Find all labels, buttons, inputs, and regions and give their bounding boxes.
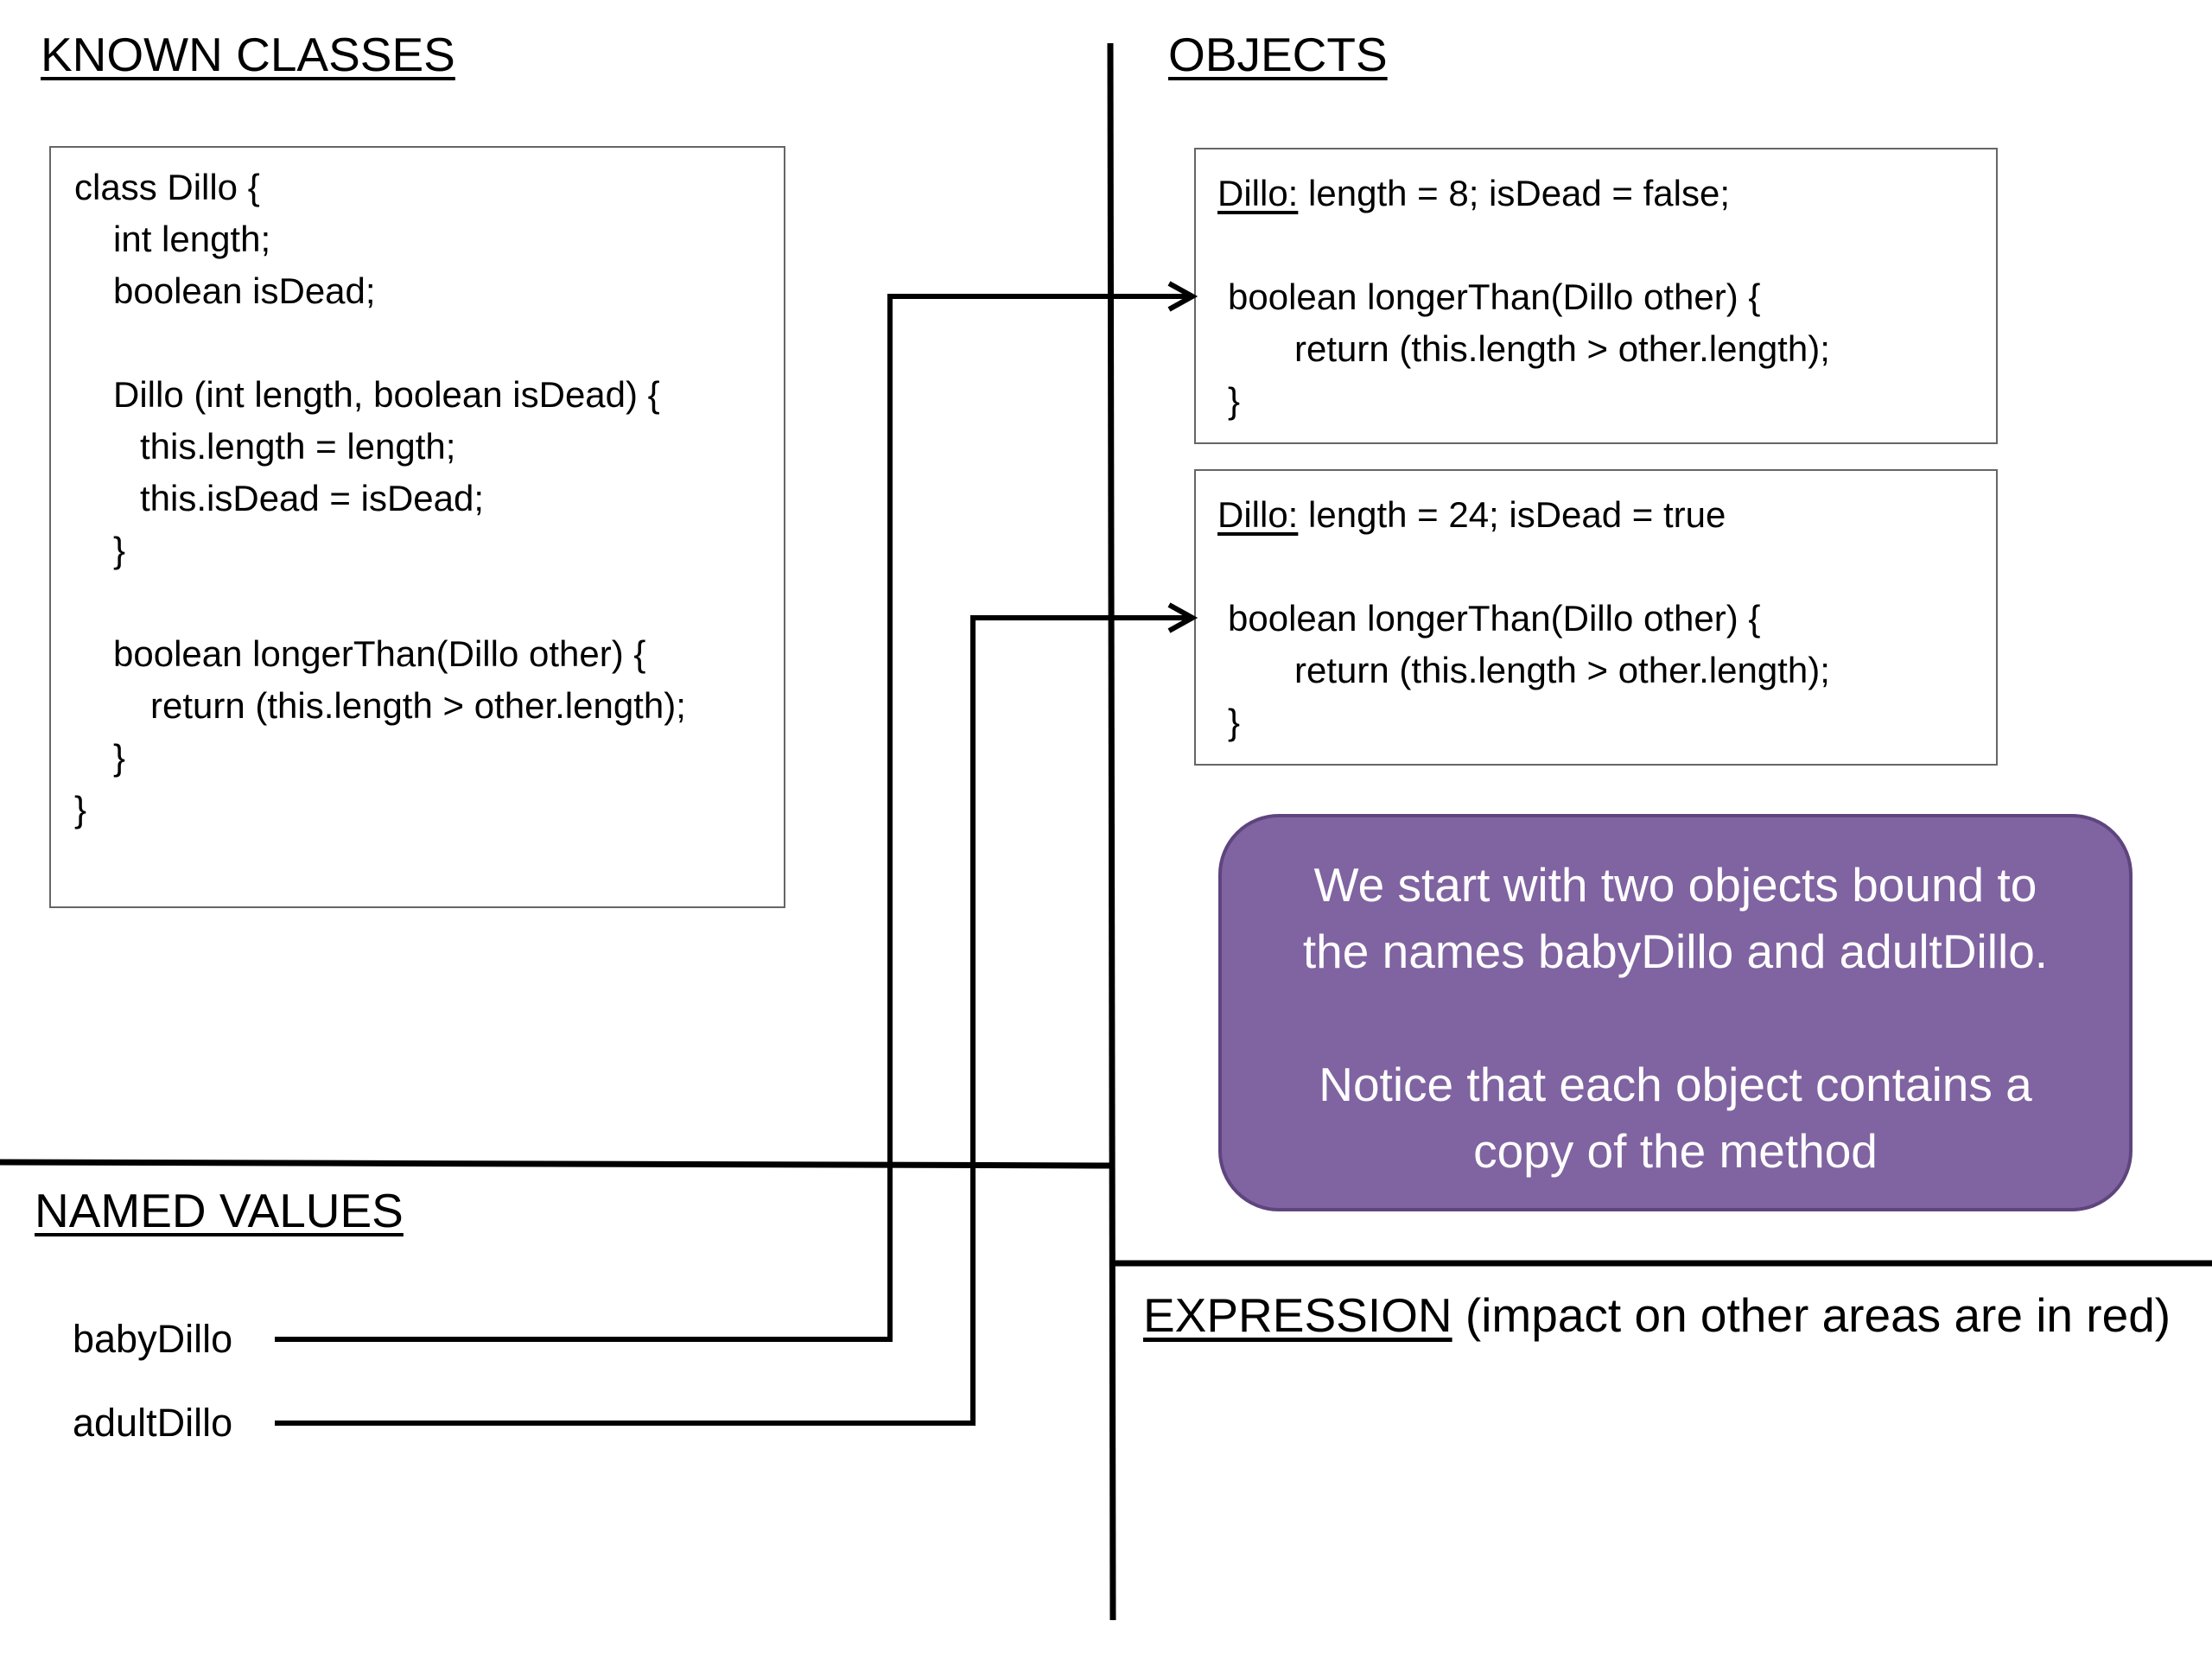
object-method-signature: boolean longerThan(Dillo other) { [1228, 598, 1761, 639]
named-value-adult: adultDillo [73, 1401, 233, 1445]
class-line-5: this.length = length; [140, 426, 456, 467]
callout-line-2: the names babyDillo and adultDillo. [1302, 925, 2049, 978]
object-box-baby: Dillo: length = 8; isDead = false; boole… [1194, 148, 1998, 444]
class-line-3: boolean isDead; [113, 270, 376, 311]
known-classes-heading: KNOWN CLASSES [41, 28, 455, 81]
callout-line-3: Notice that each object contains a [1319, 1058, 2032, 1111]
adult-dillo-reference-arrow [275, 618, 1192, 1426]
object-method-signature: boolean longerThan(Dillo other) { [1228, 276, 1761, 317]
class-line-8: boolean longerThan(Dillo other) { [113, 633, 646, 674]
expression-title: EXPRESSION [1143, 1288, 1452, 1342]
explanation-callout: We start with two objects bound to the n… [1218, 814, 2133, 1211]
named-values-divider [0, 1159, 1114, 1169]
class-definition-box: class Dillo { int length; boolean isDead… [49, 146, 785, 908]
object-box-adult: Dillo: length = 24; isDead = true boolea… [1194, 469, 1998, 766]
expression-note: (impact on other areas are in red) [1465, 1288, 2171, 1342]
object-class-label: Dillo: [1217, 494, 1299, 535]
named-values-heading: NAMED VALUES [35, 1184, 404, 1237]
class-line-2: int length; [113, 219, 271, 259]
class-line-6: this.isDead = isDead; [140, 478, 485, 518]
class-line-9: return (this.length > other.length); [150, 685, 686, 726]
object-method-close: } [1228, 380, 1241, 421]
object-method-body: return (this.length > other.length); [1294, 328, 1830, 369]
callout-line-1: We start with two objects bound to [1313, 858, 2037, 912]
baby-dillo-reference-arrow [275, 296, 1192, 1342]
class-line-11: } [74, 789, 87, 830]
callout-line-4: copy of the method [1473, 1124, 1878, 1178]
object-fields: length = 24; isDead = true [1308, 494, 1726, 535]
vertical-divider [1107, 42, 1116, 1621]
class-line-4: Dillo (int length, boolean isDead) { [113, 374, 660, 415]
object-method-close: } [1228, 702, 1241, 742]
expression-heading: EXPRESSION (impact on other areas are in… [1143, 1292, 2171, 1339]
object-fields: length = 8; isDead = false; [1308, 173, 1731, 213]
objects-heading: OBJECTS [1168, 28, 1388, 81]
class-line-10: } [113, 737, 126, 778]
named-value-baby: babyDillo [73, 1317, 233, 1361]
object-class-label: Dillo: [1217, 173, 1299, 213]
class-line-7: } [113, 530, 126, 570]
class-line-1: class Dillo { [74, 167, 260, 207]
object-method-body: return (this.length > other.length); [1294, 650, 1830, 690]
object-header: Dillo: length = 8; isDead = false; [1217, 175, 1730, 212]
object-header: Dillo: length = 24; isDead = true [1217, 497, 1726, 533]
